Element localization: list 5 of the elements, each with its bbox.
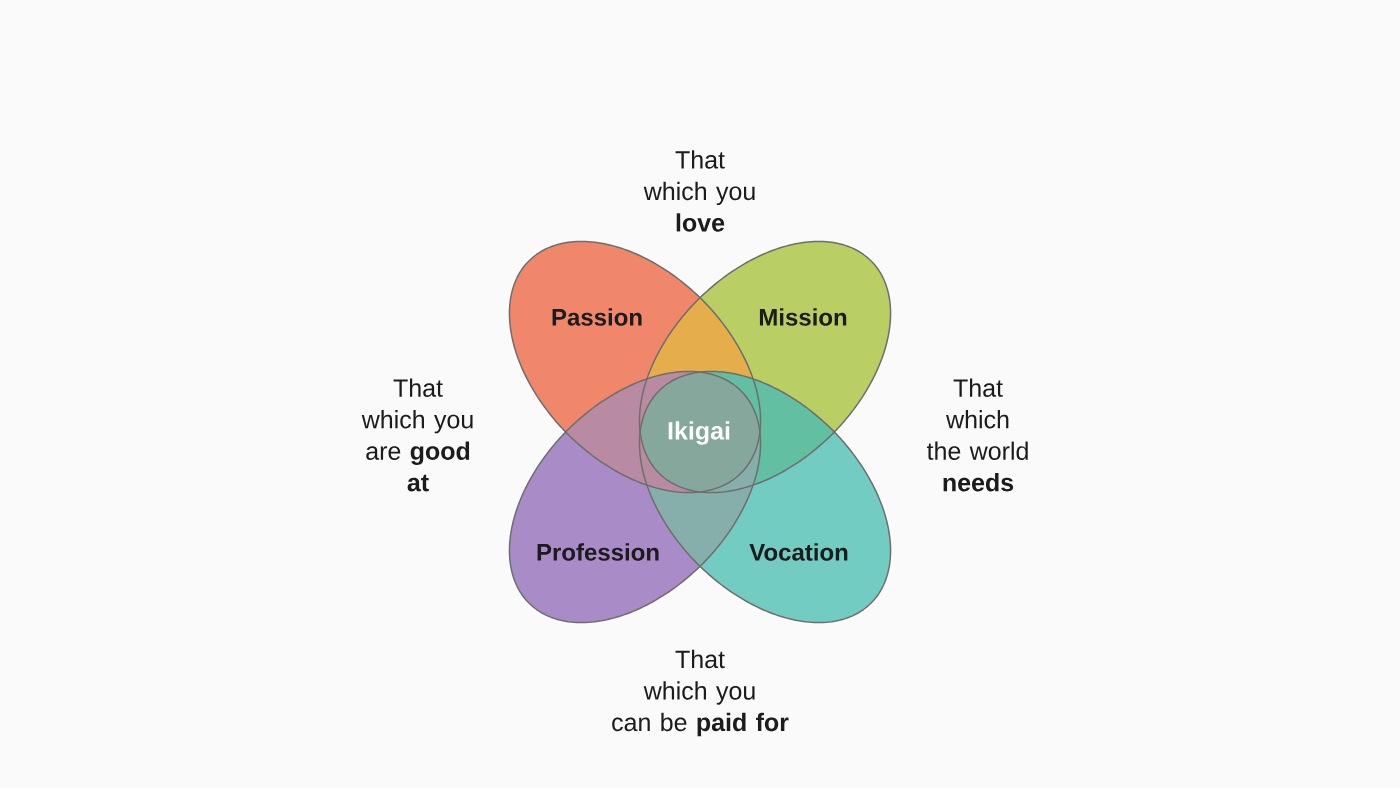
outer-label: That which you are good at — [361, 378, 473, 492]
outer-label: That which the world needs — [926, 378, 1028, 492]
overlap-region: Ikigai — [640, 372, 760, 492]
outer-label: That which you love — [643, 150, 755, 232]
outer-label: That which you can be paid for — [612, 649, 789, 737]
